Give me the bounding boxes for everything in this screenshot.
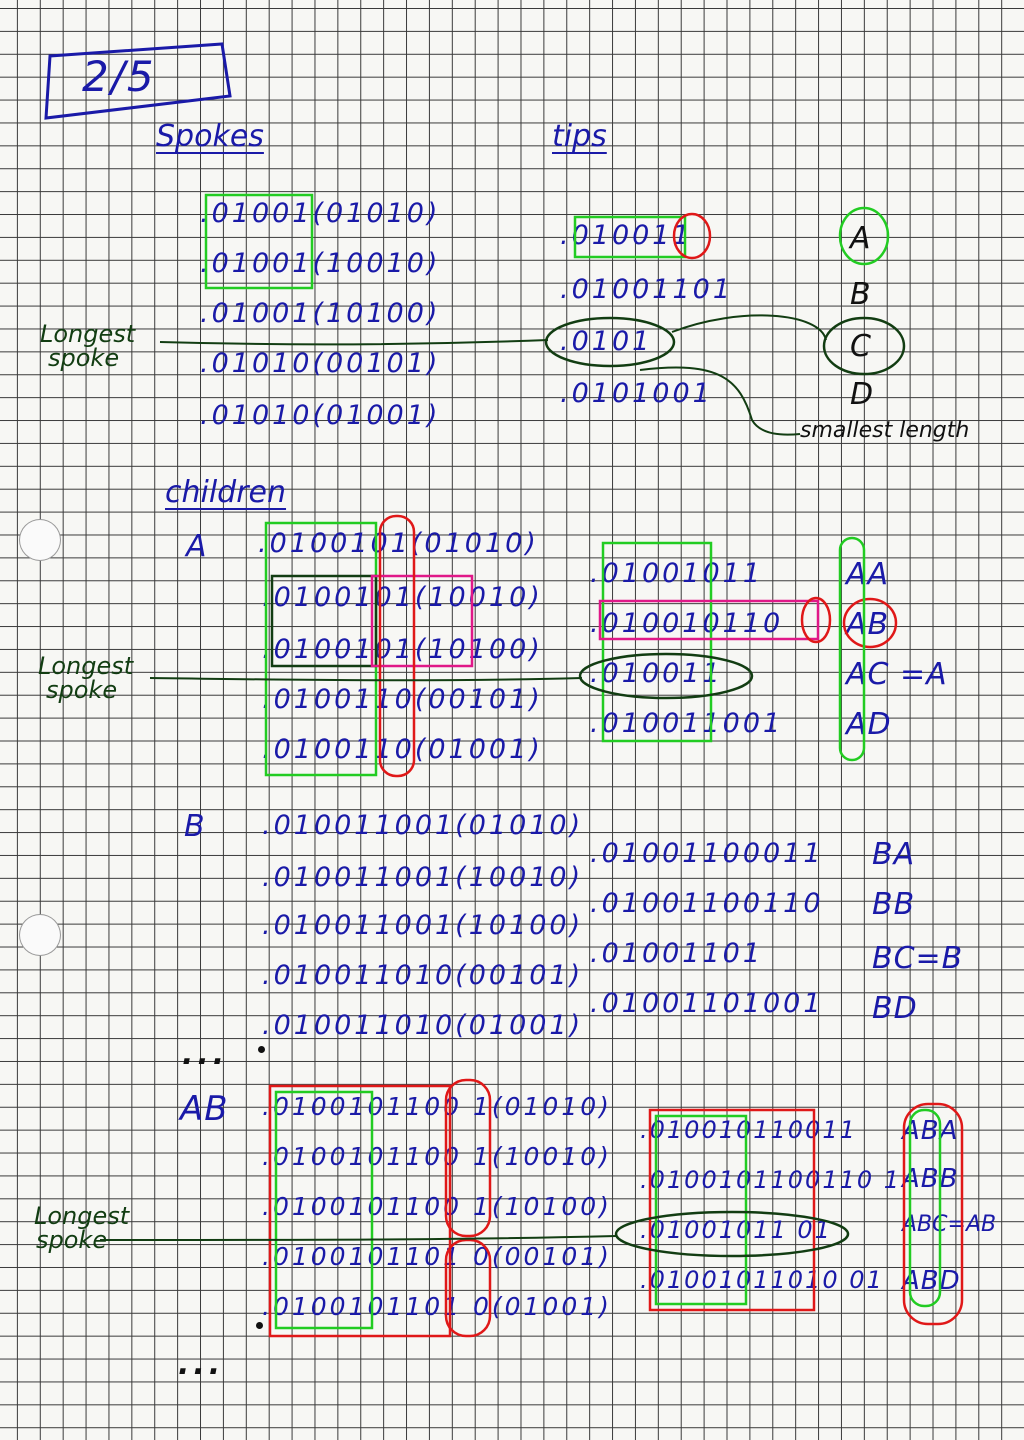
child-b-label: BB <box>872 887 916 922</box>
page-number: 2/5 <box>82 52 156 101</box>
child-ab-label: ABA <box>902 1116 959 1146</box>
child-ab-spoke-row: .0100101100 1(10100) <box>262 1192 612 1221</box>
child-a-tip-row: .010011 <box>590 658 723 689</box>
child-b-spoke-row: .010011001(01010) <box>262 810 584 841</box>
child-b-label: BA <box>872 837 916 872</box>
group-label-b: B <box>184 809 206 844</box>
connector-line <box>149 677 583 682</box>
tip-row: .01001101 <box>560 274 734 305</box>
child-b-spoke-row: .010011001(10100) <box>262 910 584 941</box>
child-ab-spoke-row: .0100101101 0(00101) <box>262 1242 612 1271</box>
child-ab-spoke-row: .0100101100 1(10010) <box>262 1142 612 1171</box>
child-a-label: AC =A <box>846 657 948 692</box>
child-b-spoke-row: .010011010(00101) <box>262 960 584 991</box>
tip-label: D <box>850 377 875 412</box>
child-a-spoke-row: .0100101(10100) <box>262 634 543 665</box>
connector-line <box>671 314 827 341</box>
child-a-spoke-row: .0100101(10010) <box>262 582 543 613</box>
child-b-spoke-row: .010011001(10010) <box>262 862 584 893</box>
group-label-ab: AB <box>180 1089 229 1129</box>
tip-label: C <box>850 329 872 364</box>
dot-mark <box>256 1322 263 1329</box>
spoke-row: .01001(10010) <box>200 248 441 279</box>
child-ab-tip-row: .01001011 01 <box>640 1216 832 1244</box>
tip-row: .010011 <box>560 220 693 251</box>
child-a-spoke-row: .0100110(00101) <box>262 684 543 715</box>
child-a-spoke-row: .0100110(01001) <box>262 734 543 765</box>
tip-label: A <box>850 221 872 256</box>
child-a-label: AB <box>846 607 890 642</box>
child-ab-label: ABD <box>902 1266 961 1296</box>
child-b-tip-row: .01001100011 <box>590 838 824 869</box>
spoke-row: .01010(01001) <box>200 400 441 431</box>
spoke-row: .01010(00101) <box>200 348 441 379</box>
binder-hole <box>20 520 60 560</box>
child-a-spoke-row: .0100101(01010) <box>258 528 539 559</box>
connector-line <box>159 339 549 346</box>
spoke-row: .01001(10100) <box>200 298 441 329</box>
dot-mark <box>258 1046 265 1053</box>
highlight-circle-red <box>800 596 832 644</box>
child-ab-tip-row: .0100101100110 1 <box>640 1166 902 1194</box>
tip-label: B <box>850 277 872 312</box>
group-label-a: A <box>186 529 208 564</box>
child-a-tip-row: .010010110 <box>590 608 784 639</box>
child-b-spoke-row: .010011010(01001) <box>262 1010 584 1041</box>
child-ab-spoke-row: .0100101100 1(01010) <box>262 1092 612 1121</box>
heading-tips: tips <box>552 119 607 154</box>
child-ab-spoke-row: .0100101101 0(01001) <box>262 1292 612 1321</box>
tip-row: .0101 <box>560 326 653 357</box>
child-b-tip-row: .01001101001 <box>590 988 824 1019</box>
heading-children: children <box>165 475 287 510</box>
child-a-tip-row: .010011001 <box>590 708 784 739</box>
annotation-smallest-length: smallest length <box>800 418 970 443</box>
child-ab-tip-row: .010010110011 <box>640 1116 857 1144</box>
binder-hole <box>20 915 60 955</box>
tip-row: .0101001 <box>560 378 713 409</box>
connector-line <box>99 1235 617 1241</box>
ellipsis: ... <box>178 1347 225 1382</box>
child-b-tip-row: .01001101 <box>590 938 764 969</box>
child-b-tip-row: .01001100110 <box>590 888 824 919</box>
ellipsis: ... <box>182 1037 229 1072</box>
child-b-label: BD <box>872 991 918 1026</box>
child-b-label: BC=B <box>872 941 964 976</box>
child-ab-label: ABB <box>902 1164 959 1194</box>
child-ab-label: ABC=AB <box>902 1212 997 1237</box>
child-a-label: AD <box>846 707 892 742</box>
spoke-row: .01001(01010) <box>200 198 441 229</box>
child-a-label: AA <box>846 557 890 592</box>
child-a-tip-row: .01001011 <box>590 558 764 589</box>
heading-spokes: Spokes <box>156 119 264 154</box>
child-ab-tip-row: .01001011010 01 <box>640 1266 884 1294</box>
